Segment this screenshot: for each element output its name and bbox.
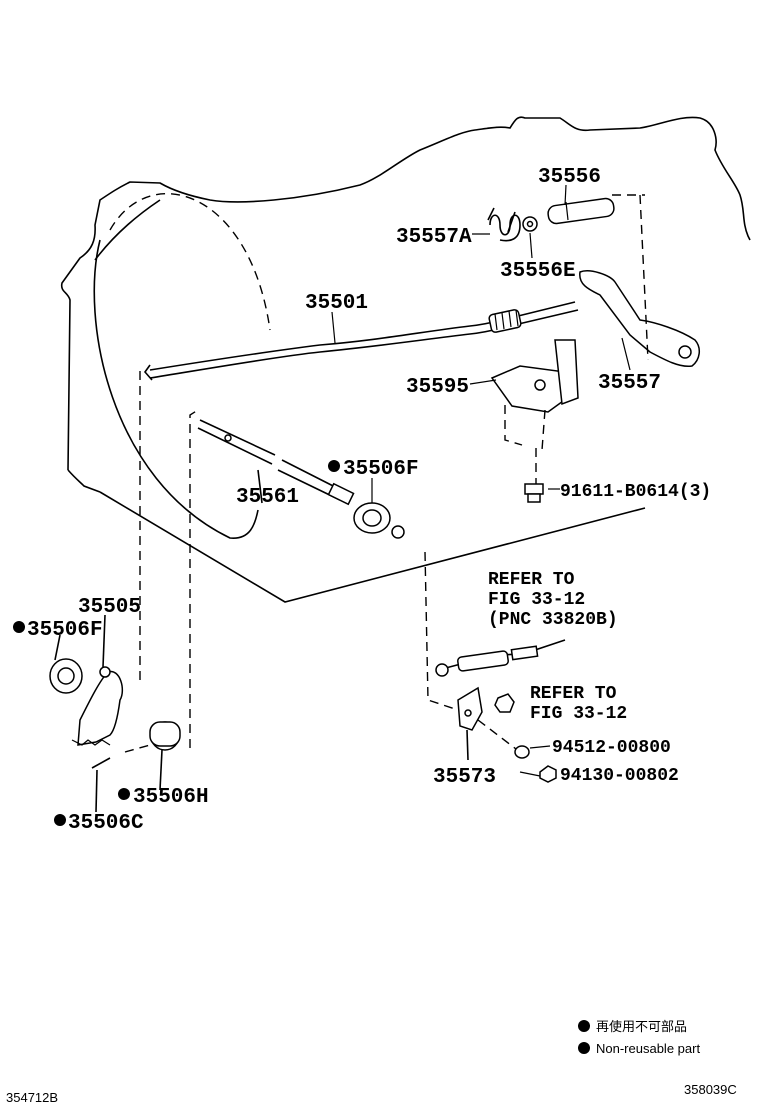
legend-dot-jp xyxy=(578,1020,590,1032)
legend-dot-en xyxy=(578,1042,590,1054)
label-35556E: 35556E xyxy=(500,260,576,283)
label-35557A: 35557A xyxy=(396,226,472,249)
legend-en: Non-reusable part xyxy=(596,1041,700,1056)
nonreusable-dot xyxy=(54,814,66,826)
label-35573: 35573 xyxy=(433,766,496,789)
bushing-35506H xyxy=(149,721,181,791)
shaft-35561 xyxy=(197,419,355,506)
label-35506H: 35506H xyxy=(133,786,209,809)
leader-dashes-left xyxy=(124,365,199,753)
seal-35506F-top xyxy=(353,502,405,539)
label-35557: 35557 xyxy=(598,372,661,395)
label-35506C: 35506C xyxy=(68,812,144,835)
label-35506F-top: 35506F xyxy=(343,458,419,481)
clip-35556E xyxy=(522,216,538,232)
lever-35505 xyxy=(71,614,124,746)
rod-35501 xyxy=(143,301,579,381)
spring-35557A xyxy=(487,207,521,242)
nut-94130 xyxy=(539,765,557,783)
cable-33820B xyxy=(435,639,566,677)
label-94512: 94512-00800 xyxy=(552,738,671,758)
pin-35556 xyxy=(547,197,615,225)
refer2-line1: REFER TO xyxy=(530,684,617,704)
label-94130: 94130-00802 xyxy=(560,766,679,786)
leader-lines xyxy=(331,184,631,777)
refer1-line3: (PNC 33820B) xyxy=(488,610,618,630)
footer-right-code: 358039C xyxy=(684,1082,737,1097)
legend-jp: 再使用不可部品 xyxy=(596,1019,687,1034)
nut-refer xyxy=(494,693,515,713)
refer2-line2: FIG 33-12 xyxy=(530,704,627,724)
footer-left-code: 354712B xyxy=(6,1090,58,1105)
bracket-35595 xyxy=(490,339,579,451)
label-91611: 91611-B0614(3) xyxy=(560,482,711,502)
nonreusable-dot xyxy=(13,621,25,633)
refer-notes: REFER TO FIG 33-12 (PNC 33820B) REFER TO… xyxy=(488,570,627,724)
label-35506F-left: 35506F xyxy=(27,619,103,642)
seal-35506F-left xyxy=(49,634,83,694)
refer1-line2: FIG 33-12 xyxy=(488,590,585,610)
label-35561: 35561 xyxy=(236,486,299,509)
bracket-35573 xyxy=(424,551,521,761)
nonreusable-dot xyxy=(118,788,130,800)
nonreusable-dot xyxy=(328,460,340,472)
label-35556: 35556 xyxy=(538,166,601,189)
washer-94512 xyxy=(514,745,530,759)
legend: 再使用不可部品 Non-reusable part xyxy=(578,1019,700,1056)
bolt-91611 xyxy=(524,448,544,503)
transmission-housing xyxy=(60,116,751,603)
pin-35506C xyxy=(91,757,111,813)
label-35505: 35505 xyxy=(78,596,141,619)
lever-35557 xyxy=(579,194,700,368)
label-35595: 35595 xyxy=(406,376,469,399)
label-35501: 35501 xyxy=(305,292,368,315)
part-labels: 35556 35557A 35556E 35501 35557 35595 35… xyxy=(13,166,711,835)
refer1-line1: REFER TO xyxy=(488,570,575,590)
